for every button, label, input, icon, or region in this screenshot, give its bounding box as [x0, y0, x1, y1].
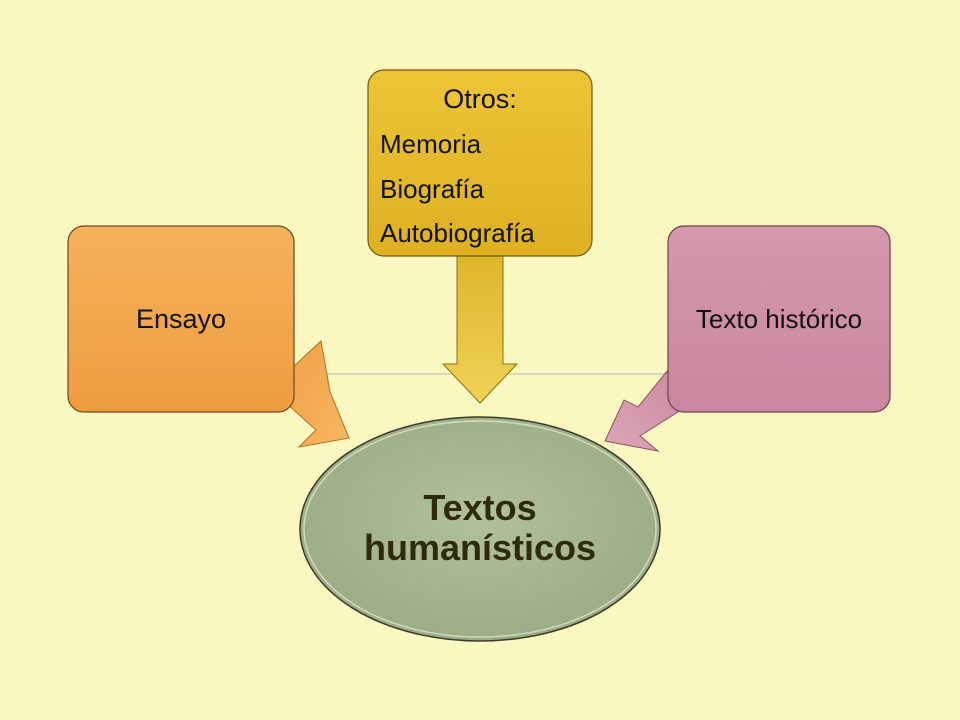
otros-box: [367, 69, 593, 257]
historico-arrow: [604, 369, 685, 452]
ensayo-label: Ensayo: [135, 304, 227, 334]
otros-list: Memoria Biografía Autobiografía: [380, 122, 535, 256]
center-label: Textos humanísticos: [300, 488, 660, 568]
center-ellipse-highlight: [303, 420, 657, 638]
otros-title: Otros:: [443, 84, 517, 114]
center-ellipse: [299, 416, 661, 642]
historico-label: Texto histórico: [695, 304, 863, 334]
center-label-line1: Textos: [423, 487, 537, 528]
historico-box: [667, 225, 891, 413]
otros-item: Autobiografía: [380, 218, 535, 248]
otros-item: Memoria: [380, 129, 482, 159]
otros-arrow: [441, 251, 519, 404]
ensayo-box: [67, 225, 295, 413]
center-label-line2: humanísticos: [363, 527, 597, 568]
otros-item: Biografía: [380, 173, 485, 204]
